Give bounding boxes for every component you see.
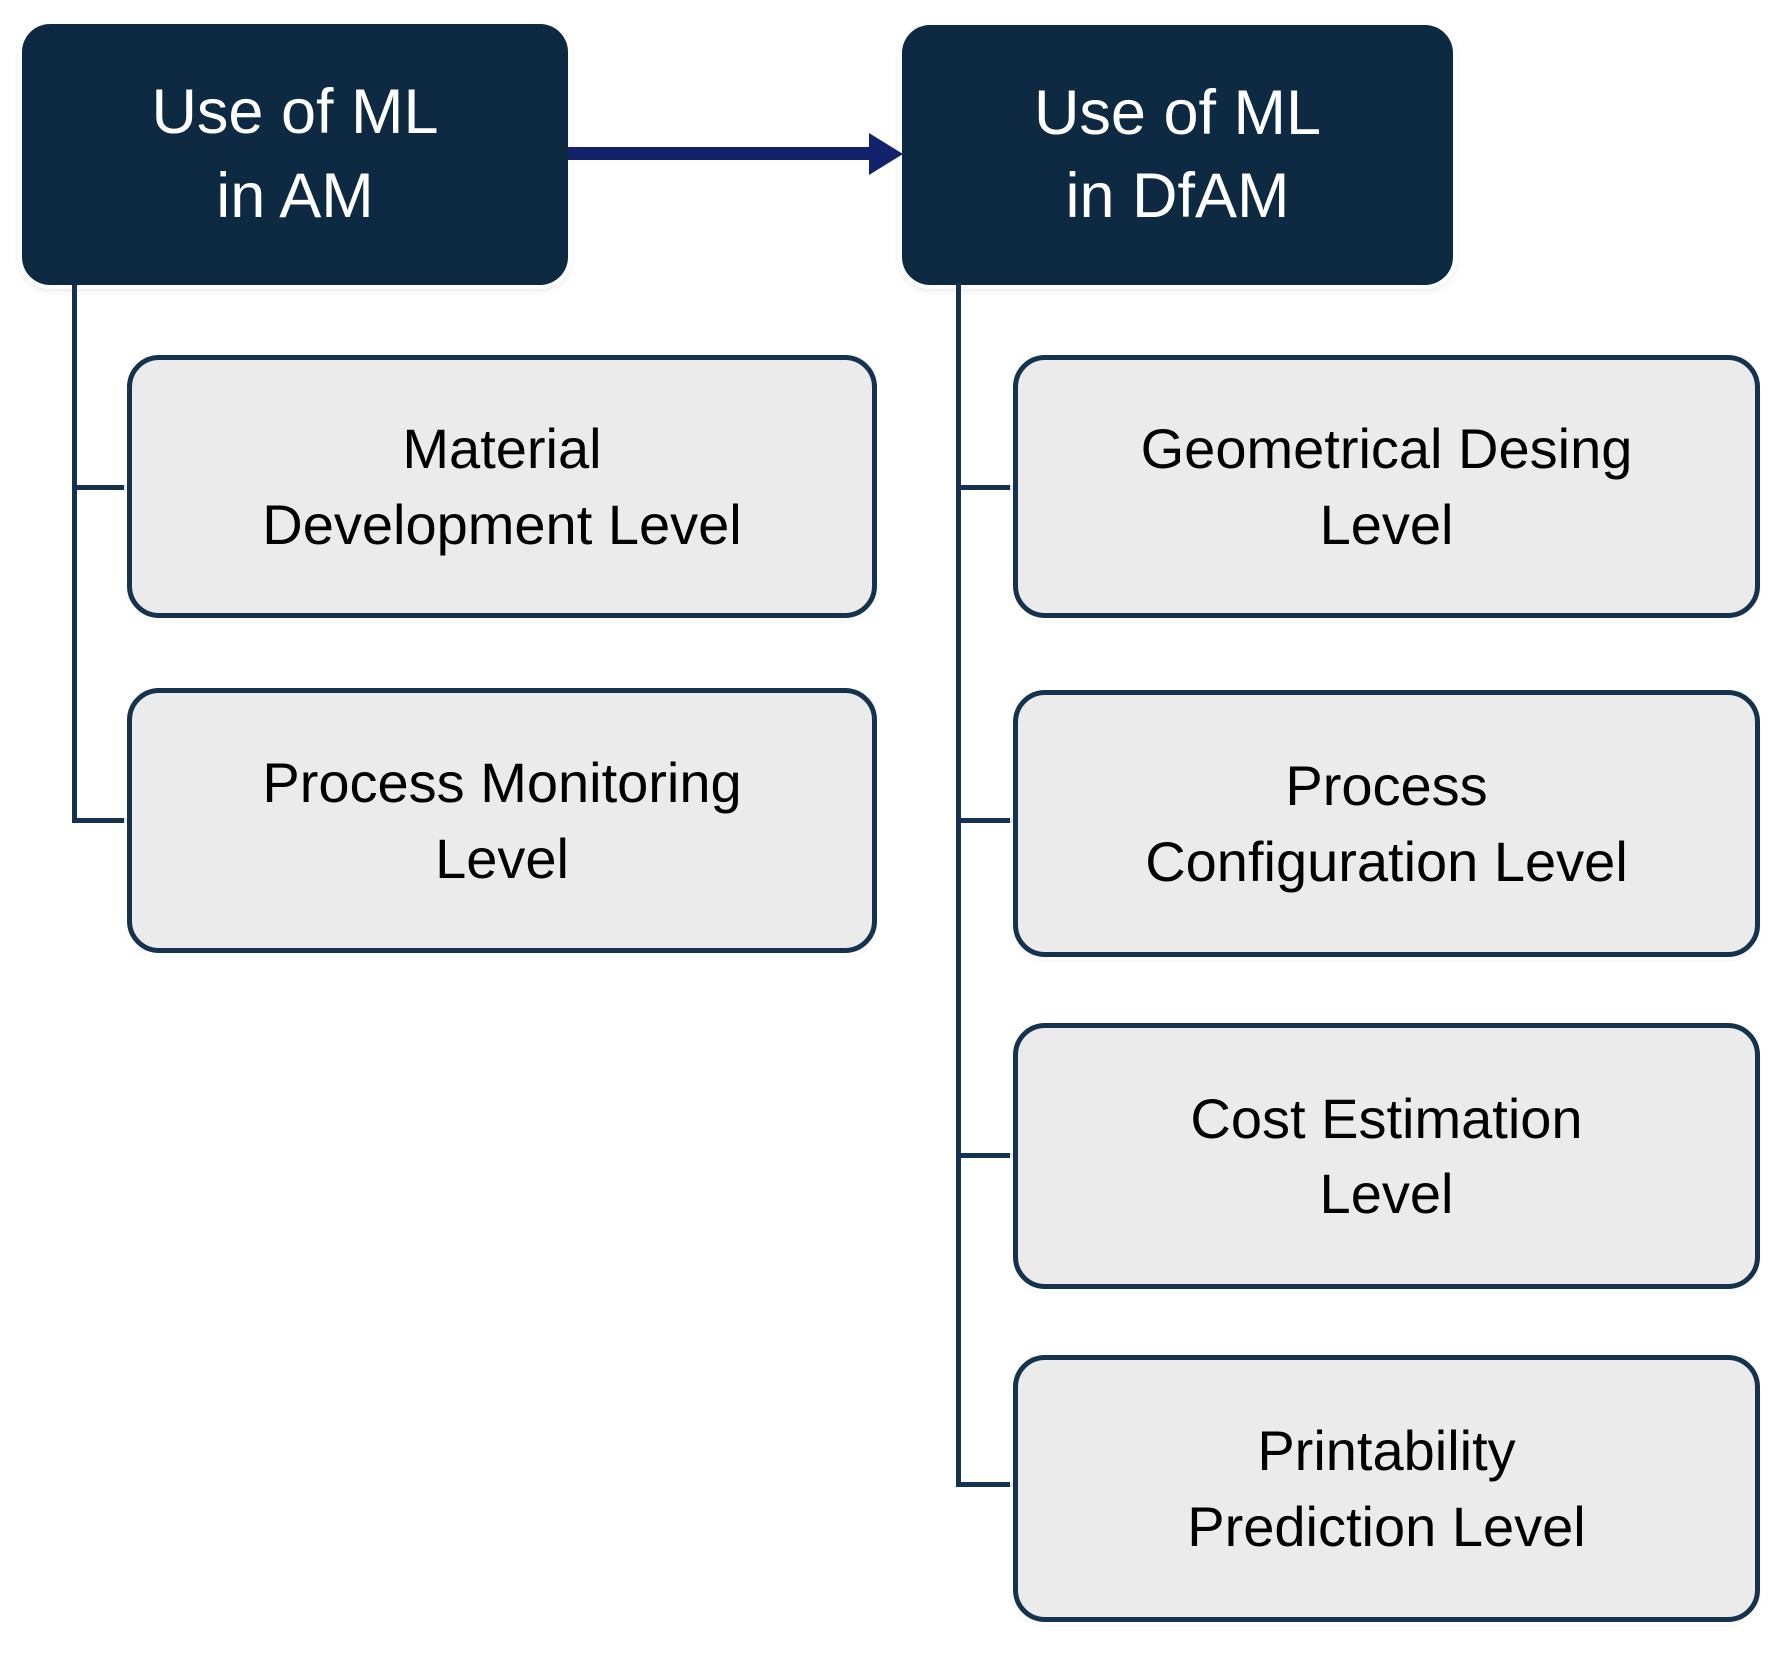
child-node-printability-prediction-level: Printability Prediction Level [1013,1355,1760,1622]
connector-left-stub-process-monitoring [72,818,127,823]
child-node-cost-estimation-level: Cost Estimation Level [1013,1023,1760,1289]
child-node-process-configuration-level: Process Configuration Level [1013,690,1760,957]
arrow-shaft-am-to-dfam [568,147,869,160]
connector-right-stub-process-configuration [956,818,1013,823]
arrow-head-icon [869,133,903,175]
connector-right-stub-printability-prediction [956,1482,1013,1487]
child-node-process-monitoring-level: Process Monitoring Level [127,688,877,953]
connector-right-stub-cost-estimation [956,1153,1013,1158]
root-node-use-of-ml-in-am: Use of ML in AM [22,24,568,285]
connector-left-vertical [72,285,77,823]
child-node-geometrical-desing-level: Geometrical Desing Level [1013,355,1760,618]
connector-left-stub-material-development [72,485,127,490]
connector-right-stub-geometrical-design [956,485,1013,490]
child-node-material-development-level: Material Development Level [127,355,877,618]
connector-right-vertical [956,283,961,1487]
root-node-use-of-ml-in-dfam: Use of ML in DfAM [902,25,1453,285]
